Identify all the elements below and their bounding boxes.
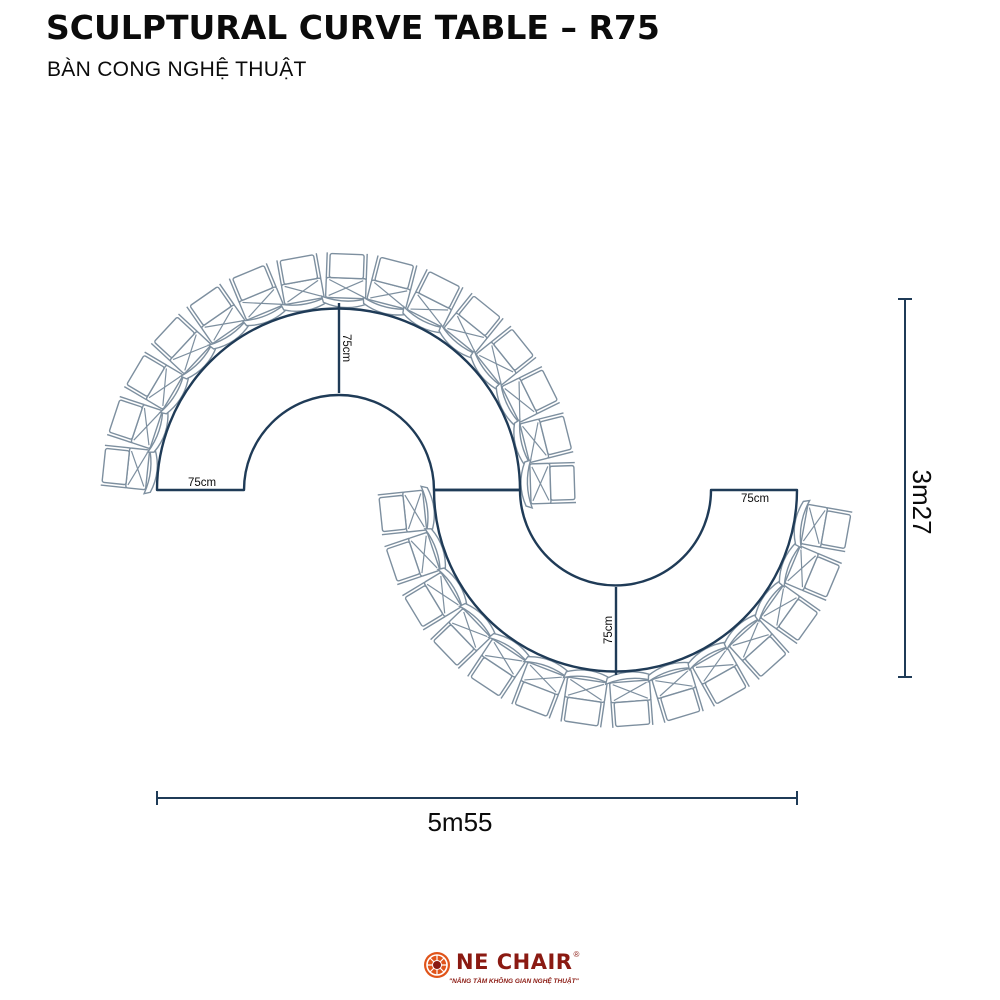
brand-tagline: "NÂNG TẦM KHÔNG GIAN NGHỆ THUẬT" bbox=[449, 978, 579, 985]
page-title: SCULPTURAL CURVE TABLE – R75 bbox=[46, 8, 660, 47]
chair-wheel-logo-icon bbox=[424, 952, 450, 978]
label-75cm-bottom: 75cm bbox=[603, 616, 615, 644]
label-75cm-right: 75cm bbox=[741, 493, 769, 505]
brand-name: NE CHAIR bbox=[456, 950, 573, 974]
label-75cm-top: 75cm bbox=[340, 334, 352, 362]
chair bbox=[272, 251, 331, 316]
height-dimension bbox=[898, 298, 912, 678]
table-top-half-ring bbox=[155, 307, 522, 492]
table-bottom-half-ring bbox=[432, 488, 799, 673]
brand-logo: NE CHAIR ® bbox=[420, 950, 579, 974]
chair bbox=[519, 457, 577, 509]
height-dimension-label: 3m27 bbox=[907, 469, 937, 534]
label-75cm-left: 75cm bbox=[188, 477, 216, 489]
curve-table bbox=[155, 303, 799, 675]
page-subtitle: BÀN CONG NGHỆ THUẬT bbox=[47, 58, 307, 81]
registered-mark: ® bbox=[573, 950, 580, 959]
chair bbox=[790, 497, 854, 557]
width-dimension bbox=[156, 791, 798, 805]
chair bbox=[556, 666, 614, 729]
width-dimension-label: 5m55 bbox=[427, 807, 492, 837]
